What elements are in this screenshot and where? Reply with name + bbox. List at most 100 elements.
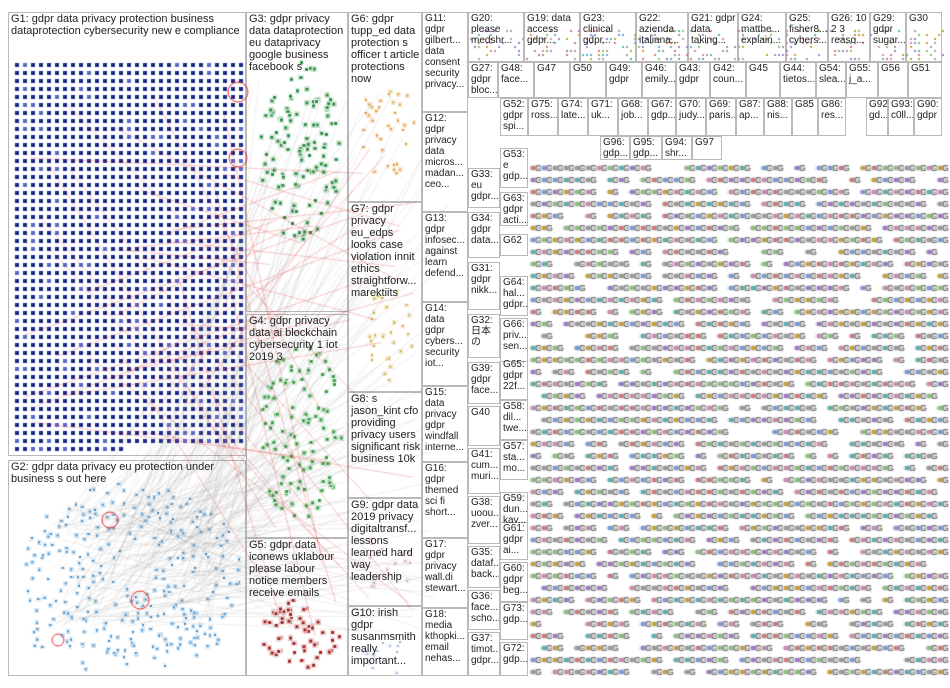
- group-panel-g19: G19: data access gdpr...: [524, 12, 580, 62]
- group-panel-g63: G63: gdpr acti...: [500, 192, 528, 226]
- group-label: G92: gd...: [869, 99, 888, 121]
- group-label: G51: [911, 63, 930, 74]
- group-label: G69: paris...: [709, 99, 736, 121]
- group-label: G31: gdpr nikk...: [471, 263, 498, 296]
- group-label: G5: gdpr data iconews uklabour please la…: [249, 539, 334, 599]
- group-panel-g86: G86: res...: [818, 98, 846, 136]
- group-label: G2: gdpr data privacy eu protection unde…: [11, 461, 215, 485]
- group-panel-g54: G54: slea...: [816, 62, 846, 98]
- group-panel-g31: G31: gdpr nikk...: [468, 262, 500, 310]
- group-label: G62: [503, 235, 522, 246]
- group-panel-g17: G17: gdpr privacy wall.di stewart...: [422, 538, 468, 608]
- group-panel-g61: G61: gdpr ai...: [500, 522, 528, 560]
- group-panel-g53: G53: e gdp...: [500, 148, 528, 188]
- group-panel-g65: G65: gdpr 22f...: [500, 358, 528, 400]
- group-label: G56: [881, 63, 900, 74]
- group-label: G53: e gdp...: [503, 149, 528, 182]
- group-panel-g72: G72: gdp...: [500, 642, 528, 676]
- group-panel-g33: G33: eu gdpr...: [468, 168, 500, 208]
- group-label: G75: ross...: [531, 99, 558, 121]
- group-label: G24: matthe... explain...: [741, 13, 782, 46]
- group-panel-g73: G73: gdp...: [500, 602, 528, 640]
- group-panel-g58: G58: dil... twe...: [500, 400, 528, 440]
- group-label: G55: j_a...: [849, 63, 871, 85]
- group-panel-g90: G90: gdpr: [914, 98, 942, 136]
- group-label: G48: face...: [501, 63, 529, 85]
- group-label: G58: dil... twe...: [503, 401, 527, 434]
- group-label: G10: irish gdpr susanmsmith really impor…: [351, 607, 416, 667]
- group-label: G65: gdpr 22f...: [503, 359, 526, 392]
- group-label: G20: please medshr...: [471, 13, 513, 46]
- group-label: G39: gdpr face...: [471, 363, 499, 396]
- group-label: G96: gdp...: [603, 137, 629, 159]
- group-label: G17: gdpr privacy wall.di stewart...: [425, 539, 466, 594]
- group-panel-g4: G4: gdpr privacy data ai blockchain cybe…: [246, 314, 348, 538]
- group-label: G35: dataf... back...: [471, 547, 500, 580]
- group-panel-g36: G36: face... scho...: [468, 590, 500, 630]
- group-panel-g25: G25: fisher8... cybers...: [786, 12, 828, 62]
- group-panel-g56: G56: [878, 62, 908, 98]
- group-label: G7: gdpr privacy eu_edps looks case viol…: [351, 203, 417, 299]
- group-panel-g2: G2: gdpr data privacy eu protection unde…: [8, 460, 246, 676]
- group-label: G9: gdpr data 2019 privacy digitaltransf…: [351, 499, 419, 583]
- group-label: G61: gdpr ai...: [503, 523, 525, 556]
- group-panel-g87: G87: ap...: [736, 98, 764, 136]
- group-panel-g47: G47: [534, 62, 570, 98]
- group-panel-g29: G29: gdpr sugar...: [870, 12, 906, 62]
- group-label: G95: gdp...: [633, 137, 659, 159]
- group-panel-g23: G23: clinical gdpr...: [580, 12, 636, 62]
- group-label: G70: judy...: [679, 99, 705, 121]
- group-label: G19: data access gdpr...: [527, 13, 571, 46]
- group-panel-g88: G88: nis...: [764, 98, 792, 136]
- group-label: G50: [573, 63, 592, 74]
- group-panel-g5: G5: gdpr data iconews uklabour please la…: [246, 538, 348, 676]
- group-panel-g49: G49: gdpr: [606, 62, 642, 98]
- group-label: G11: gdpr gilbert... data consent securi…: [425, 13, 465, 90]
- group-label: G93: c0ll...: [891, 99, 914, 121]
- group-panel-g9: G9: gdpr data 2019 privacy digitaltransf…: [348, 498, 422, 606]
- group-label: G14: data gdpr cybers... security iot...: [425, 303, 463, 369]
- group-label: G25: fisher8... cybers...: [789, 13, 828, 46]
- group-panel-g10: G10: irish gdpr susanmsmith really impor…: [348, 606, 422, 676]
- group-panel-g11: G11: gdpr gilbert... data consent securi…: [422, 12, 468, 112]
- group-label: G86: res...: [821, 99, 844, 121]
- group-panel-g93: G93: c0ll...: [888, 98, 914, 136]
- group-label: G36: face... scho...: [471, 591, 500, 624]
- group-panel-g74: G74: late...: [558, 98, 588, 136]
- group-label: G21: gdpr data taking...: [691, 13, 736, 46]
- group-label: G46: emily...: [645, 63, 676, 85]
- group-label: G40: [471, 407, 490, 418]
- group-panel-g50: G50: [570, 62, 606, 98]
- group-label: G49: gdpr: [609, 63, 631, 85]
- group-panel-g40: G40: [468, 406, 500, 446]
- group-label: G32: 日本 の: [471, 315, 493, 348]
- group-panel-g16: G16: gdpr themed sci fi short...: [422, 462, 468, 538]
- group-panel-g51: G51: [908, 62, 942, 98]
- group-panel-g85: G85: [792, 98, 818, 136]
- group-panel-g13: G13: gdpr infosec... against learn defen…: [422, 212, 468, 302]
- group-label: G87: ap...: [739, 99, 761, 121]
- group-panel-g92: G92: gd...: [866, 98, 888, 136]
- group-panel-g75: G75: ross...: [528, 98, 558, 136]
- group-panel-g1: G1: gdpr data privacy protection busines…: [8, 12, 246, 456]
- group-label: G30: [909, 13, 928, 24]
- group-label: G8: s jason_kint cfo providing privacy u…: [351, 393, 421, 465]
- group-panel-g39: G39: gdpr face...: [468, 362, 500, 404]
- group-label: G45: [749, 63, 768, 74]
- group-panel-g57: G57: sta... mo...: [500, 440, 528, 480]
- group-panel-g37: G37: timot... gdpr...: [468, 632, 500, 676]
- group-panel-g60: G60: gdpr beg...: [500, 562, 528, 602]
- group-panel-g48: G48: face...: [498, 62, 534, 98]
- group-panel-g32: G32: 日本 の: [468, 314, 500, 358]
- group-panel-g14: G14: data gdpr cybers... security iot...: [422, 302, 468, 386]
- group-label: G47: [537, 63, 556, 74]
- group-label: G90: gdpr: [917, 99, 939, 121]
- group-label: G59: dun... kav...: [503, 493, 528, 526]
- group-panel-g41: G41: cum... muri...: [468, 448, 500, 494]
- group-panel-g38: G38: uoou... zver...: [468, 496, 500, 544]
- group-label: G54: slea...: [819, 63, 846, 85]
- group-panel-g69: G69: paris...: [706, 98, 736, 136]
- group-label: G43: gdpr: [679, 63, 701, 85]
- group-panel-g45: G45: [746, 62, 780, 98]
